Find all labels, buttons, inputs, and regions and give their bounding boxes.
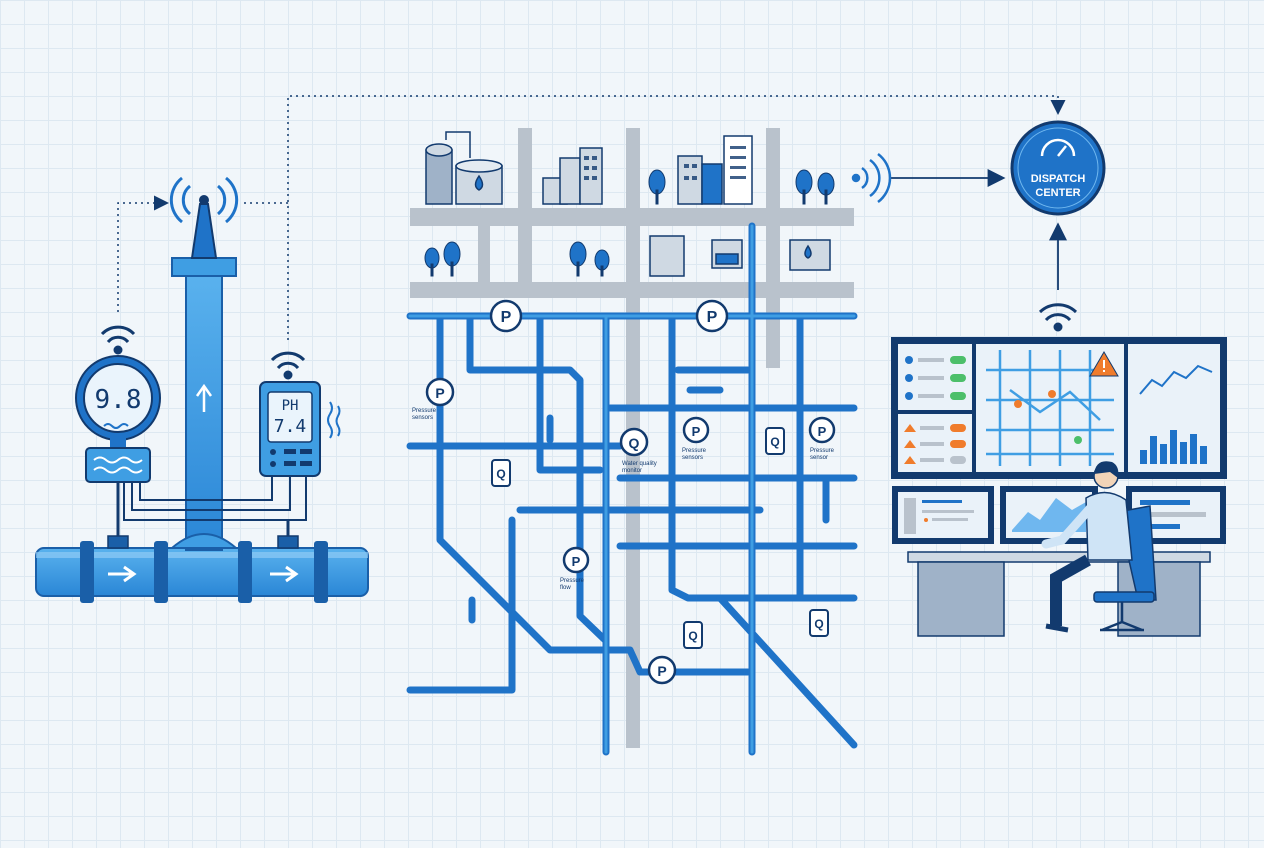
- pipe-network: [406, 222, 858, 756]
- svg-text:Q: Q: [688, 629, 697, 643]
- svg-text:P: P: [692, 424, 701, 439]
- pressure-gauge-icon: P: [682, 416, 710, 444]
- svg-text:P: P: [657, 663, 666, 679]
- label-line: Pressure: [810, 448, 835, 454]
- desk-monitors: [892, 486, 1226, 544]
- office-buildings-icon: [542, 135, 753, 205]
- bar-chart-icon: [1140, 430, 1207, 464]
- ph-meter: PH 7.4: [123, 351, 341, 549]
- radio-tower-icon: [190, 203, 218, 259]
- dispatch-line2: CENTER: [1035, 187, 1080, 199]
- sensor-station: 9.8 PH 7.4: [35, 176, 369, 603]
- svg-text:Q: Q: [629, 435, 640, 451]
- main-water-pipe: [35, 541, 369, 603]
- warning-icon: [1089, 351, 1119, 377]
- label-line: sensors: [682, 455, 703, 461]
- wireless-signal-icon: [1038, 303, 1078, 332]
- dispatch-line1: DISPATCH: [1031, 173, 1086, 185]
- wireless-signal-icon: [169, 176, 239, 224]
- flow-arrow-icon: [108, 565, 137, 583]
- network-gauges: P P P Q P P P P: [425, 299, 836, 685]
- pressure-gauge-icon: P: [562, 546, 590, 574]
- svg-text:Q: Q: [814, 617, 823, 631]
- gauge-icon: [1040, 138, 1076, 157]
- svg-text:Q: Q: [496, 467, 505, 481]
- pressure-gauge-icon: P: [808, 416, 836, 444]
- pressure-gauge-icon: P: [489, 299, 523, 333]
- wireless-signal-icon: [270, 351, 306, 380]
- dotted-data-link-top: [117, 95, 1066, 340]
- pressure-meter: 9.8: [75, 325, 161, 549]
- city-blocks: [410, 128, 892, 748]
- flow-meter-icon: [491, 427, 829, 649]
- pressure-gauge-icon: P: [695, 299, 729, 333]
- water-tower: [169, 176, 239, 551]
- flow-gauge-icon: Q: [619, 427, 649, 457]
- label-line: Pressure: [682, 448, 707, 454]
- network-map: [986, 350, 1114, 466]
- water-treatment-plant-icon: [425, 131, 503, 205]
- svg-text:P: P: [818, 424, 827, 439]
- status-list: [904, 356, 966, 464]
- label-line: sensor: [810, 455, 828, 461]
- pressure-reading: 9.8: [95, 385, 142, 415]
- flow-arrow-icon: [270, 565, 299, 583]
- svg-text:P: P: [435, 385, 444, 401]
- label-line: Water quality: [622, 461, 657, 467]
- ph-label: PH: [282, 398, 299, 414]
- label-line: Pressure: [560, 578, 585, 584]
- svg-text:P: P: [707, 309, 718, 326]
- pressure-gauge-icon: P: [425, 377, 455, 407]
- label-line: monitor: [622, 468, 642, 474]
- trees-icon: [424, 169, 835, 277]
- wireless-signal-icon: [851, 153, 892, 203]
- up-arrow-icon: [195, 383, 213, 412]
- wireless-signal-icon: [100, 325, 136, 355]
- control-room: [891, 337, 1227, 637]
- dispatch-center-badge[interactable]: DISPATCH CENTER: [1010, 120, 1106, 216]
- label-line: Pressure: [412, 408, 437, 414]
- label-line: sensors: [412, 415, 433, 421]
- svg-text:P: P: [501, 309, 512, 326]
- label-line: flow: [560, 585, 571, 591]
- operator-person: [1041, 461, 1157, 633]
- ph-reading: 7.4: [274, 416, 307, 437]
- small-buildings-icon: [649, 235, 831, 277]
- monitor-wall: [891, 337, 1227, 479]
- svg-text:P: P: [572, 554, 581, 569]
- svg-text:Q: Q: [770, 435, 779, 449]
- line-chart-icon: [1139, 364, 1213, 395]
- pressure-gauge-icon: P: [647, 655, 677, 685]
